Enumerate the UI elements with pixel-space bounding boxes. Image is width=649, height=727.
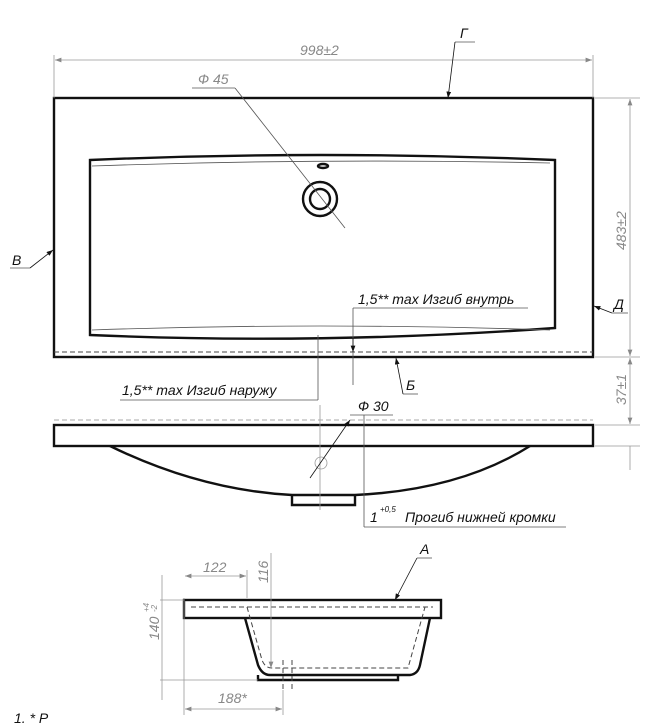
overflow-hole <box>316 162 330 170</box>
side-view: Ф 30 1 +0,5 Прогиб нижней кромки <box>52 398 595 528</box>
countertop-outline <box>52 96 595 359</box>
thickness-dim-text: 37±1 <box>613 374 629 405</box>
section-top <box>182 598 443 620</box>
section-depth-text: 116 <box>255 560 271 583</box>
drain-inner <box>308 187 332 211</box>
drain-diameter-leader: Ф 45 <box>192 71 346 229</box>
view-labels: Г В Д Б А <box>10 25 628 601</box>
sag-value-text: 1 <box>370 509 378 525</box>
drain-diameter-text: Ф 45 <box>198 71 229 87</box>
bend-inward-text: 1,5** max Изгиб внутрь <box>358 291 514 307</box>
section-height-text: 140 <box>146 616 162 640</box>
view-label-a: А <box>419 541 429 557</box>
section-dimensions: 122 116 140 +4 -2 188* <box>142 553 284 715</box>
basin-outline <box>88 153 557 340</box>
sag-tolerance-text: +0,5 <box>380 505 396 514</box>
section-height-tol-lower: -2 <box>150 604 159 612</box>
view-label-v: В <box>12 252 21 268</box>
sag-label-text: Прогиб нижней кромки <box>405 509 556 525</box>
note-1: 1. * Р <box>14 710 49 726</box>
view-label-g: Г <box>460 25 469 41</box>
width-dimension: 998±2 <box>53 42 594 98</box>
depth-dim-text: 483±2 <box>613 211 629 250</box>
section-height-tol-upper: +4 <box>142 602 151 612</box>
basin-side <box>109 444 531 497</box>
width-dim-text: 998±2 <box>300 42 339 58</box>
section-bowl <box>243 617 432 677</box>
bend-outward-text: 1,5** max Изгиб наружу <box>122 382 277 398</box>
view-label-d: Д <box>612 296 624 312</box>
bend-annotations: 1,5** max Изгиб внутрь 1,5** max Изгиб н… <box>120 291 528 401</box>
section-drain-offset-text: 188* <box>218 690 247 706</box>
section-view <box>182 598 443 690</box>
view-label-b: Б <box>406 377 415 393</box>
depth-dimension: 483±2 37±1 <box>595 97 640 470</box>
countertop-side <box>52 423 595 448</box>
section-offset-text: 122 <box>203 559 227 575</box>
drain-bottom-diameter-text: Ф 30 <box>358 398 389 414</box>
drain-outer <box>301 180 339 218</box>
top-view <box>52 96 595 359</box>
